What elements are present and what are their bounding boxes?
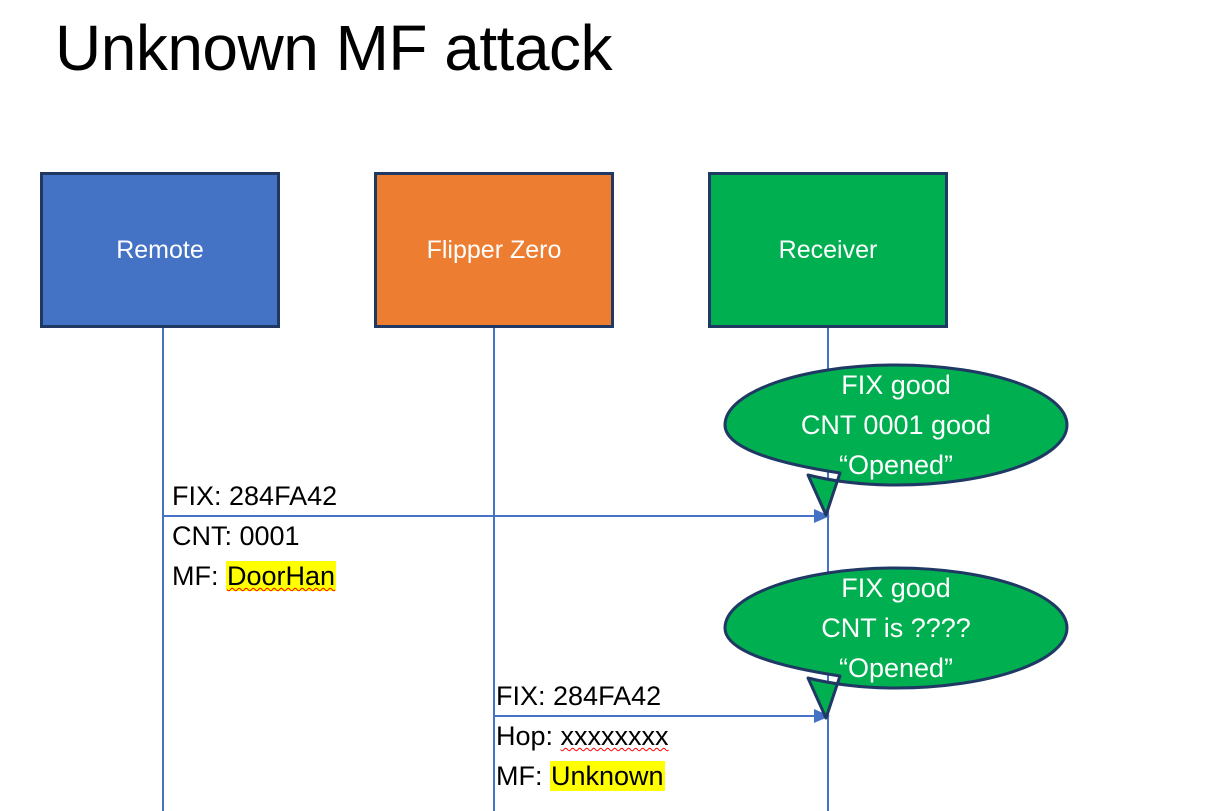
message-label-flipper-to-receiver: FIX: 284FA42 Hop: xxxxxxxx MF: Unknown bbox=[496, 676, 669, 796]
page-title: Unknown MF attack bbox=[55, 12, 613, 84]
message-line-value: xxxxxxxx bbox=[560, 721, 669, 751]
message-line: FIX: 284FA42 bbox=[172, 476, 337, 516]
callout-shape bbox=[723, 363, 1069, 517]
actor-box-receiver[interactable]: Receiver bbox=[708, 172, 948, 328]
actor-label-remote: Remote bbox=[116, 236, 204, 264]
message-line-prefix: FIX: bbox=[496, 681, 554, 711]
message-line-value: 0001 bbox=[239, 521, 300, 551]
callout-bubble-receiver-second[interactable]: FIX good CNT is ???? “Opened” bbox=[722, 566, 1070, 720]
message-line-prefix: MF: bbox=[496, 761, 550, 791]
actor-label-flipper-zero: Flipper Zero bbox=[426, 236, 562, 264]
actor-box-flipper-zero[interactable]: Flipper Zero bbox=[374, 172, 614, 328]
message-line-value-highlighted: DoorHan bbox=[226, 561, 337, 591]
actor-box-remote[interactable]: Remote bbox=[40, 172, 280, 328]
message-line-value: 284FA42 bbox=[553, 681, 662, 711]
message-line: Hop: xxxxxxxx bbox=[496, 716, 669, 756]
callout-shape bbox=[723, 566, 1069, 720]
message-line-prefix: CNT: bbox=[172, 521, 240, 551]
message-label-remote-to-receiver: FIX: 284FA42 CNT: 0001 MF: DoorHan bbox=[172, 476, 337, 596]
message-line-value: 284FA42 bbox=[229, 481, 338, 511]
message-line: MF: DoorHan bbox=[172, 556, 337, 596]
lifeline-receiver bbox=[827, 328, 829, 811]
callout-bubble-receiver-first[interactable]: FIX good CNT 0001 good “Opened” bbox=[722, 363, 1070, 517]
message-line-prefix: FIX: bbox=[172, 481, 230, 511]
lifeline-flipper bbox=[493, 328, 495, 811]
message-line-value-highlighted: Unknown bbox=[550, 761, 665, 791]
message-line-prefix: MF: bbox=[172, 561, 226, 591]
actor-label-receiver: Receiver bbox=[778, 236, 878, 264]
message-line: MF: Unknown bbox=[496, 756, 669, 796]
message-line: CNT: 0001 bbox=[172, 516, 337, 556]
message-line-prefix: Hop: bbox=[496, 721, 561, 751]
message-line: FIX: 284FA42 bbox=[496, 676, 669, 716]
lifeline-remote bbox=[162, 328, 164, 811]
